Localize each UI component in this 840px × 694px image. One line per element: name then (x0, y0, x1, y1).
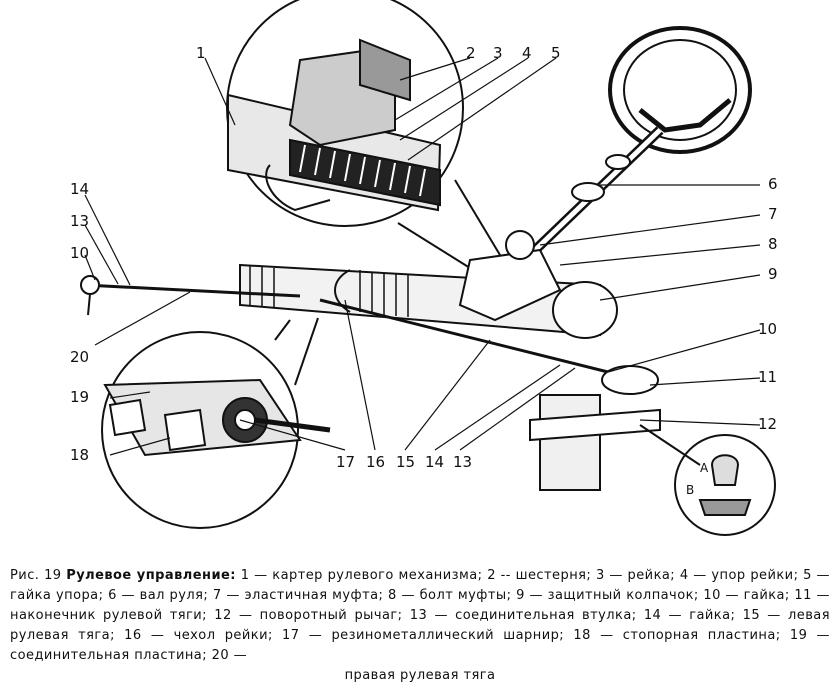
caption-body: 1 — картер рулевого механизма; 2 -- шест… (10, 568, 830, 663)
callout-11: 11 (758, 368, 778, 386)
figure-title: Рулевое управление: (66, 568, 236, 583)
callout-20: 20 (70, 348, 90, 366)
callout-12: 12 (758, 415, 778, 433)
callout-3: 3 (493, 44, 503, 62)
left-tie-rod (319, 298, 621, 377)
callout-2: 2 (466, 44, 476, 62)
steering-diagram: 1 2 3 4 5 6 7 8 9 10 11 12 13 14 15 16 1… (70, 0, 778, 536)
inset-label-b: B (686, 483, 695, 497)
callout-9: 9 (768, 265, 778, 283)
callout-5: 5 (551, 44, 561, 62)
callout-15: 15 (396, 453, 416, 471)
callout-13-left: 13 (70, 212, 90, 230)
steering-knuckle (539, 394, 601, 491)
callout-10-left: 10 (70, 244, 90, 262)
callout-13-bottom: 13 (453, 453, 473, 471)
steering-wheel (608, 26, 752, 154)
callout-4: 4 (522, 44, 532, 62)
callout-6: 6 (768, 175, 778, 193)
inset-label-a: A (700, 461, 709, 475)
callout-8: 8 (768, 235, 778, 253)
right-tie-rod (84, 283, 301, 298)
caption-last-line: правая рулевая тяга (344, 668, 496, 683)
callout-1: 1 (196, 44, 206, 62)
callout-19: 19 (70, 388, 90, 406)
callout-7: 7 (768, 205, 778, 223)
protective-cap (552, 281, 618, 339)
callout-17: 17 (336, 453, 356, 471)
callout-18: 18 (70, 446, 90, 464)
diagram-drawing (80, 0, 776, 536)
figure-number: Рис. 19 (10, 568, 62, 583)
callout-16: 16 (366, 453, 386, 471)
callout-14-left: 14 (70, 180, 90, 198)
callout-10-right: 10 (758, 320, 778, 338)
figure-caption: Рис. 19 Рулевое управление: 1 — картер р… (10, 566, 830, 686)
callout-14-bottom: 14 (425, 453, 445, 471)
